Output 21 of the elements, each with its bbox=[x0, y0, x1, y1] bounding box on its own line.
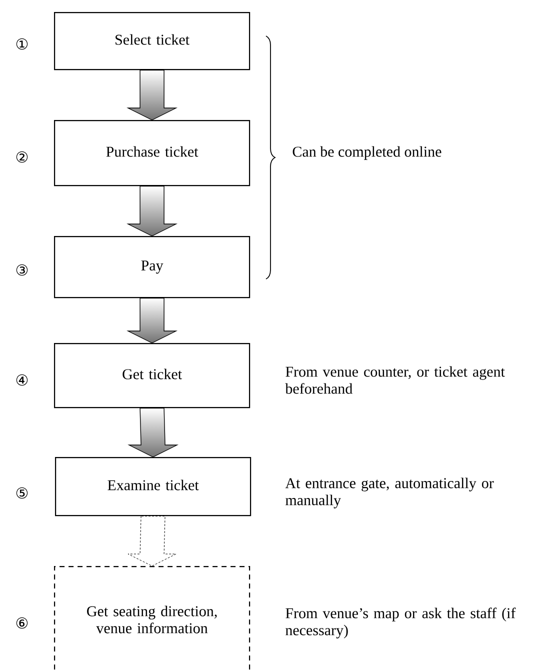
step-number: ③ bbox=[16, 264, 28, 276]
process-box: Pay bbox=[54, 236, 250, 298]
step-number: ① bbox=[16, 38, 28, 50]
process-box: Examine ticket bbox=[55, 457, 252, 516]
process-box: Purchase ticket bbox=[54, 120, 250, 186]
step-number: ⑤ bbox=[16, 487, 28, 499]
block-arrow bbox=[126, 298, 178, 344]
step-number: ② bbox=[16, 151, 28, 163]
note-text: From venue’s map or ask the staff (if necessary) bbox=[286, 608, 516, 638]
process-box: Get ticket bbox=[54, 343, 250, 408]
note-text: At entrance gate, automatically or manually bbox=[285, 478, 494, 508]
note-text: From venue counter, or ticket agent beforehand bbox=[285, 366, 505, 394]
process-box: Get seating direction, venue information bbox=[54, 566, 250, 670]
block-arrow bbox=[128, 408, 179, 458]
step-number: ⑥ bbox=[16, 617, 28, 629]
process-box: Select ticket bbox=[54, 12, 250, 70]
block-arrow bbox=[126, 70, 178, 120]
step-number: ④ bbox=[16, 374, 28, 386]
block-arrow bbox=[128, 516, 176, 566]
block-arrow bbox=[126, 186, 178, 236]
brace-label: Can be completed online bbox=[292, 146, 442, 160]
